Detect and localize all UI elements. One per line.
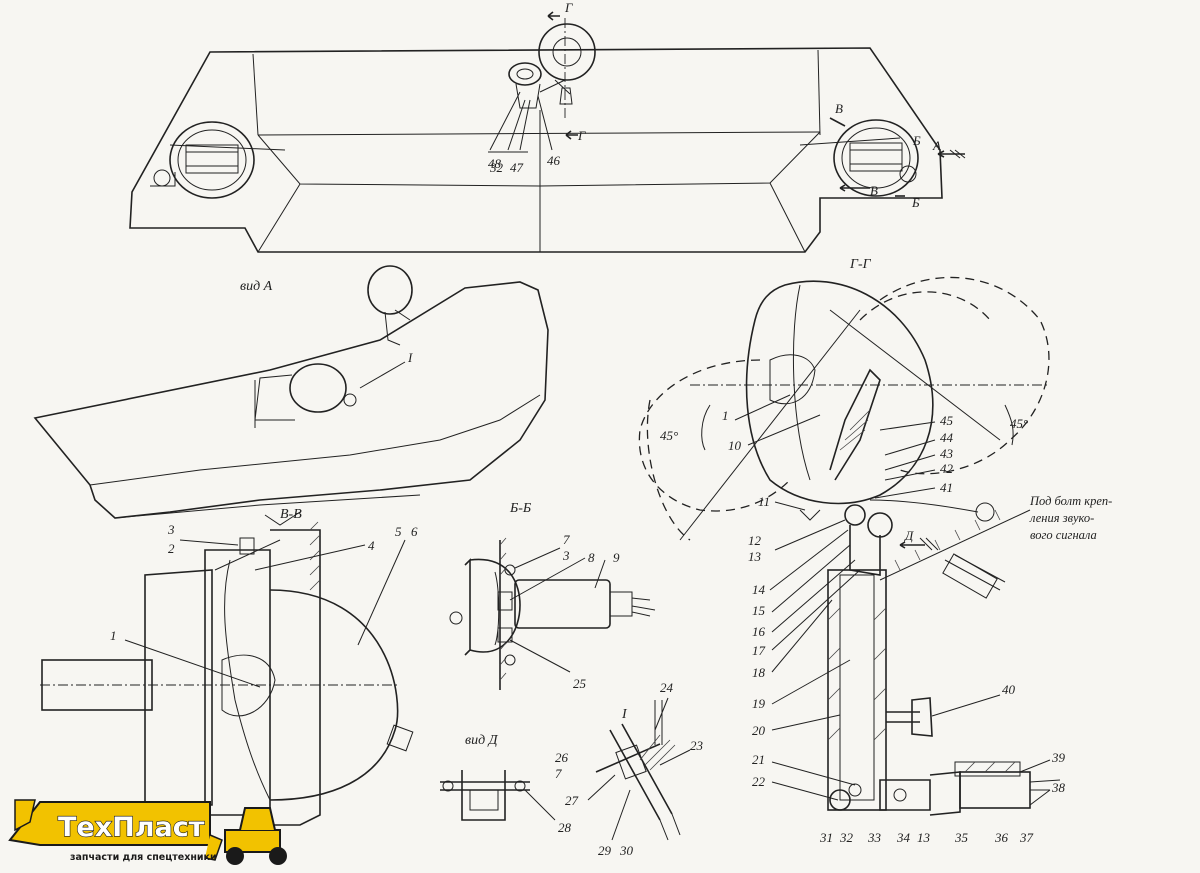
label-29-di: 29 [598,843,612,858]
label-25-bb: 25 [573,676,587,691]
label-4-vv: 4 [368,538,375,553]
logo-tagline: запчасти для спецтехники [70,852,217,863]
b-lower-marker: Б [911,195,920,210]
label-43-gg: 43 [940,446,954,461]
label-28-vd: 28 [558,820,572,835]
detail-i-title: I [621,707,628,722]
d-arrow-marker: Д [903,528,914,543]
label-34-gg: 34 [896,830,911,845]
angle-right: 45° [1010,416,1028,431]
note-line-2: ления звуко- [1029,511,1094,525]
label-32-top-shown: 32 [489,160,504,175]
label-48: 48 [488,156,502,171]
label-9-bb: 9 [613,550,620,565]
g-mid-marker: Г [577,128,586,143]
label-23-di: 23 [690,738,704,753]
label-21-gg: 21 [752,752,765,767]
b-right-marker: Б [912,133,921,148]
cab-front-view [129,11,966,253]
label-33-gg: 33 [867,830,882,845]
label-41-gg: 41 [940,480,953,495]
label-11-gg: 11 [758,494,770,509]
label-3-bb: 3 [562,548,570,563]
section-bb [449,537,656,690]
label-2-vv: 2 [168,541,175,556]
v-upper-marker: В [835,101,843,116]
label-44-gg: 44 [940,430,954,445]
label-37-gg: 37 [1019,830,1034,845]
label-22-gg: 22 [752,774,766,789]
view-d-title: вид Д [465,733,499,748]
label-10-gg: 10 [728,438,742,453]
label-27-di: 27 [565,793,579,808]
label-detail-i: I [407,350,413,365]
note-line-1: Под болт креп- [1029,494,1112,508]
label-46: 46 [547,153,561,168]
label-45-gg: 45 [940,413,954,428]
label-14-gg: 14 [752,582,766,597]
logo-wheel-icon [269,847,287,865]
label-42-gg: 42 [940,461,954,476]
label-30-di: 30 [619,843,634,858]
section-bb-title: Б-Б [509,501,531,516]
label-31-gg: 31 [819,830,833,845]
label-12-gg: 12 [748,533,762,548]
a-arrow-marker: А [932,138,941,153]
note-line-3: вого сигнала [1030,528,1097,542]
label-32-gg: 32 [839,830,854,845]
label-6-vv: 6 [411,524,418,539]
label-16-gg: 16 [752,624,766,639]
label-1-gg: 1 [722,408,729,423]
label-38-gg: 38 [1051,780,1066,795]
label-39-gg: 39 [1051,750,1066,765]
label-18-gg: 18 [752,665,766,680]
label-20-gg: 20 [752,723,766,738]
label-1-vv: 1 [110,628,117,643]
section-vv [40,511,414,826]
label-7-bb: 7 [563,532,570,547]
view-d [440,770,556,821]
label-17-gg: 17 [752,643,766,658]
view-a-title: вид А [240,279,273,294]
logo-bucket-icon [14,799,36,832]
label-13b-gg: 13 [917,830,931,845]
label-13a-gg: 13 [748,549,762,564]
section-gg-title: Г-Г [849,257,872,272]
label-24-di: 24 [660,680,674,695]
label-19-gg: 19 [752,696,766,711]
label-35-gg: 35 [954,830,969,845]
techplast-logo: ТехПласт запчасти для спецтехники [8,799,287,865]
label-40-gg: 40 [1002,682,1016,697]
label-5-vv: 5 [395,524,402,539]
logo-bar [8,801,211,846]
label-7-vd: 7 [555,766,562,781]
label-15-gg: 15 [752,603,766,618]
label-8-bb: 8 [588,550,595,565]
label-47-top: 47 [510,160,524,175]
section-vv-title: В-В [280,507,302,522]
angle-left: 45° [660,428,678,443]
detail-i [587,697,691,841]
v-lower-marker: В [870,183,878,198]
label-26-vd: 26 [555,750,569,765]
logo-brand: ТехПласт [58,812,205,843]
label-3-vv: 3 [167,522,175,537]
view-a-side [33,265,549,519]
logo-wheel-icon [226,847,244,865]
g-top-marker: Г [564,0,573,15]
section-gg [638,276,1061,816]
label-36-gg: 36 [994,830,1009,845]
